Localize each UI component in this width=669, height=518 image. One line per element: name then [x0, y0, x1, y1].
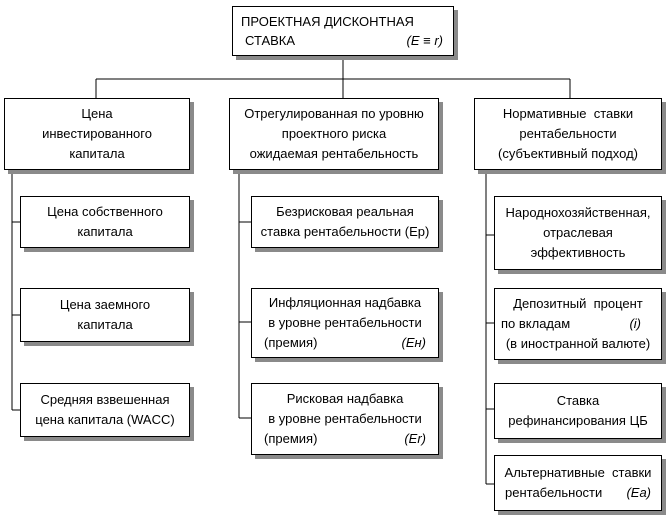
item-text-line: в уровне рентабельности	[268, 315, 422, 330]
item-text-line: по вкладам (i)	[501, 314, 655, 334]
item-text-line: ставка рентабельности (Ep)	[260, 224, 430, 239]
category-title-line: Отрегулированная по уровню	[244, 106, 424, 121]
item-risk-premium: Рисковая надбавка в уровне рентабельност…	[251, 383, 439, 455]
category-box-risk-adjusted-return: Отрегулированная по уровню проектного ри…	[229, 98, 439, 170]
category-box-invested-capital-cost: Цена инвестированного капитала	[4, 98, 190, 170]
item-text-line: Цена заемного	[59, 297, 151, 312]
item-text-line: (премия) (Eн)	[258, 333, 432, 353]
category-title-line: Нормативные ставки	[502, 106, 634, 121]
category-title-line: Цена	[81, 106, 113, 121]
item-risk-free-real-rate: Безрисковая реальная ставка рентабельнос…	[251, 196, 439, 248]
item-text-line: эффективность	[530, 245, 626, 260]
item-text-line: (в иностранной валюте)	[505, 336, 651, 351]
item-text-part: по вкладам	[501, 316, 571, 331]
item-text-line: Народнохозяйственная,	[505, 205, 651, 220]
item-text-line: Цена собственного	[47, 204, 163, 219]
root-box: ПРОЕКТНАЯ ДИСКОНТНАЯ СТАВКА (E ≡ r)	[232, 6, 454, 56]
category-title-line: инвестированного	[42, 126, 152, 141]
item-text-part: (премия)	[264, 335, 318, 350]
category-title-line: ожидаемая рентабельность	[249, 146, 419, 161]
item-text-line: Альтернативные ставки	[504, 465, 652, 480]
item-debt-cost: Цена заемного капитала	[20, 288, 190, 342]
item-text-part: (премия)	[264, 431, 318, 446]
category-title-line: проектного риска	[281, 126, 387, 141]
category-title-line: (субъективный подход)	[498, 146, 638, 161]
item-deposit-rate: Депозитный процент по вкладам (i) (в ино…	[494, 288, 662, 360]
item-text-line: отраслевая	[543, 225, 613, 240]
item-central-bank-refinancing-rate: Ставка рефинансирования ЦБ	[494, 383, 662, 439]
item-text-line: рентабельности (Ea)	[501, 483, 655, 503]
item-text-line: Ставка	[556, 393, 600, 408]
category-title-line: рентабельности	[519, 126, 617, 141]
item-text-part: (Er)	[404, 431, 426, 446]
item-text-part: (Ea)	[626, 485, 651, 500]
root-title-left: СТАВКА	[245, 33, 296, 48]
item-text-line: Депозитный процент	[513, 296, 643, 311]
item-equity-cost: Цена собственного капитала	[20, 196, 190, 248]
item-text-line: Безрисковая реальная	[276, 204, 414, 219]
category-box-normative-rates: Нормативные ставки рентабельности (субъе…	[474, 98, 662, 170]
item-inflation-premium: Инфляционная надбавка в уровне рентабель…	[251, 288, 439, 358]
item-text-part: (Eн)	[401, 335, 426, 350]
item-text-line: Инфляционная надбавка	[268, 295, 422, 310]
item-text-line: Средняя взвешенная	[40, 392, 170, 407]
root-title-line2: СТАВКА (E ≡ r)	[241, 31, 445, 50]
item-alternative-rates: Альтернативные ставки рентабельности (Ea…	[494, 455, 662, 511]
item-text-line: рефинансирования ЦБ	[508, 413, 648, 428]
item-national-economic-efficiency: Народнохозяйственная, отраслевая эффекти…	[494, 196, 662, 270]
item-text-line: в уровне рентабельности	[268, 411, 422, 426]
item-text-part: (i)	[629, 316, 641, 331]
root-title-line1: ПРОЕКТНАЯ ДИСКОНТНАЯ	[241, 14, 414, 29]
item-wacc: Средняя взвешенная цена капитала (WACC)	[20, 383, 190, 437]
item-text-line: капитала	[77, 317, 133, 332]
category-title-line: капитала	[69, 146, 125, 161]
item-text-line: (премия) (Er)	[258, 429, 432, 449]
item-text-line: цена капитала (WACC)	[35, 412, 175, 427]
item-text-part: рентабельности	[505, 485, 603, 500]
root-title-right: (E ≡ r)	[406, 33, 443, 48]
item-text-line: капитала	[77, 224, 133, 239]
item-text-line: Рисковая надбавка	[286, 391, 404, 406]
